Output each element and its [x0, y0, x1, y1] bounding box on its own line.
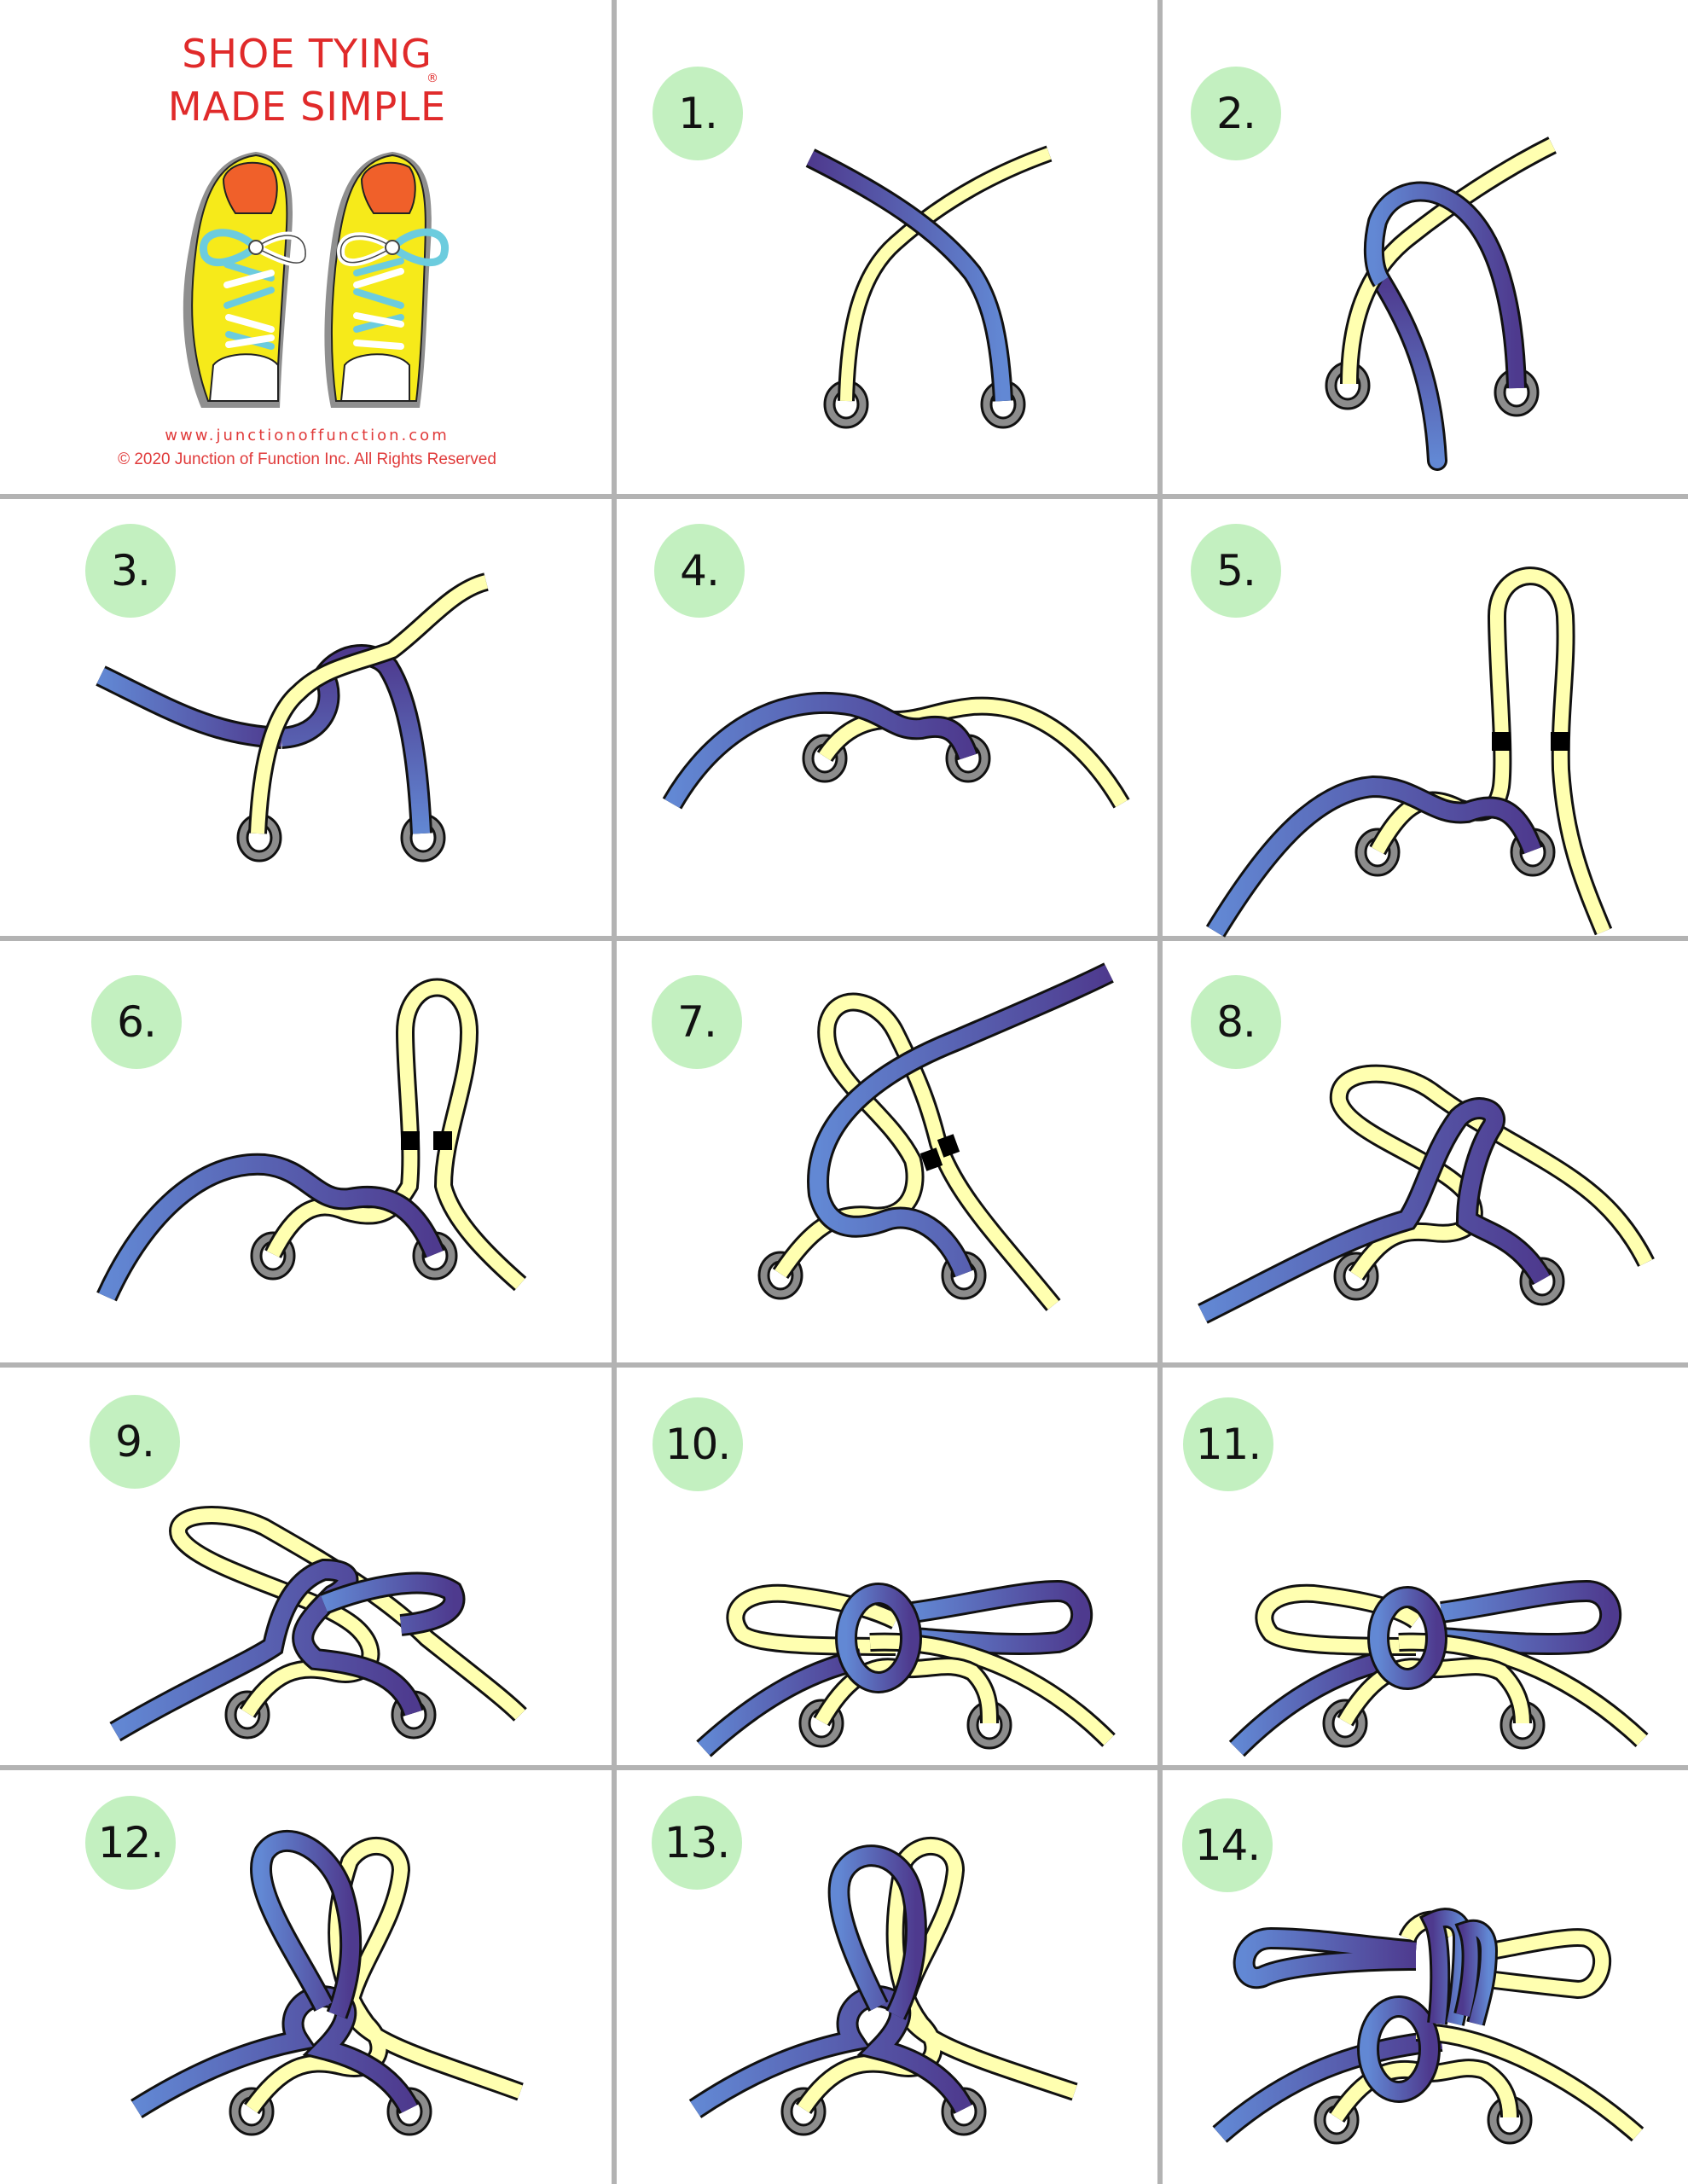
step-number: 1.: [678, 89, 718, 138]
step-number: 2.: [1216, 89, 1256, 138]
step-4-illustration: [662, 691, 1130, 810]
step-number: 5.: [1216, 546, 1256, 595]
logo-title-line-1: SHOE TYING: [182, 31, 432, 77]
step-badge-14: 14.: [1182, 1798, 1273, 1892]
step-badge-12: 12.: [85, 1796, 176, 1890]
step-badge-3: 3.: [85, 524, 176, 618]
step-number: 6.: [117, 997, 157, 1047]
step-number: 13.: [664, 1818, 731, 1867]
step-badge-13: 13.: [652, 1796, 742, 1890]
step-7-illustration: [757, 962, 1114, 1311]
step-14-illustration: [1212, 1908, 1644, 2145]
logo-title-line-2: MADE SIMPLE: [167, 84, 447, 130]
step-8-illustration: [1198, 1064, 1655, 1324]
grid-divider-horizontal-4: [0, 1765, 1688, 1770]
step-number: 11.: [1195, 1420, 1262, 1469]
registered-trademark-mark: ®: [426, 72, 438, 85]
step-badge-11: 11.: [1183, 1397, 1273, 1491]
step-number: 10.: [664, 1420, 732, 1469]
step-number: 4.: [680, 546, 720, 595]
grid-divider-vertical-1: [612, 0, 617, 2184]
step-11-illustration: [1228, 1579, 1649, 1757]
grid-divider-horizontal-2: [0, 936, 1688, 941]
website-link[interactable]: www.junctionoffunction.com: [165, 427, 450, 444]
step-number: 3.: [111, 546, 151, 595]
sneakers-illustration: [183, 152, 450, 408]
step-number: 8.: [1216, 997, 1256, 1047]
step-12-illustration: [131, 1829, 524, 2136]
step-6-illustration: [96, 978, 527, 1302]
step-badge-5: 5.: [1191, 524, 1281, 618]
step-3-illustration: [96, 572, 490, 863]
step-5-illustration: [1205, 566, 1613, 938]
step-badge-7: 7.: [652, 975, 742, 1069]
step-2-illustration: [1325, 136, 1557, 471]
step-13-illustration: [688, 1837, 1078, 2136]
step-badge-1: 1.: [653, 67, 743, 160]
grid-divider-horizontal-3: [0, 1362, 1688, 1368]
step-badge-4: 4.: [654, 524, 745, 618]
step-10-illustration: [696, 1579, 1116, 1757]
step-badge-6: 6.: [91, 975, 182, 1069]
copyright-notice: © 2020 Junction of Function Inc. All Rig…: [118, 450, 496, 468]
step-1-illustration: [805, 145, 1053, 429]
step-number: 7.: [677, 997, 717, 1047]
step-badge-9: 9.: [90, 1395, 180, 1489]
grid-divider-vertical-2: [1157, 0, 1163, 2184]
step-number: 14.: [1194, 1821, 1262, 1870]
step-badge-8: 8.: [1191, 975, 1281, 1069]
grid-divider-horizontal-1: [0, 494, 1688, 499]
step-9-illustration: [109, 1506, 527, 1742]
step-number: 9.: [115, 1417, 155, 1467]
step-number: 12.: [97, 1818, 165, 1867]
step-badge-10: 10.: [653, 1397, 743, 1491]
step-badge-2: 2.: [1191, 67, 1281, 160]
